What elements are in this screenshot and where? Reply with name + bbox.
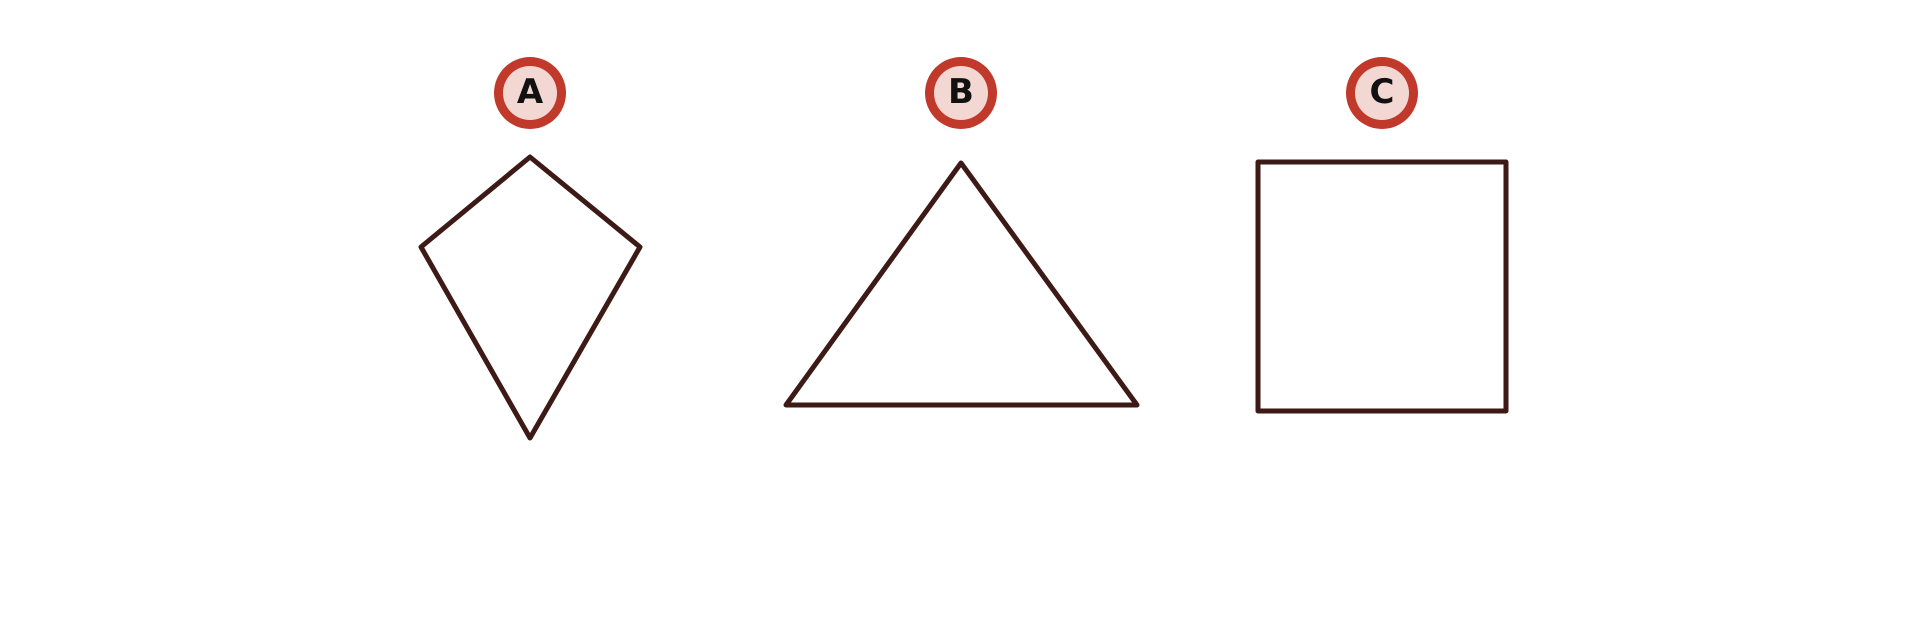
triangle-shape: [783, 160, 1140, 408]
label-badge-b: B: [925, 57, 997, 129]
badge-label-a: A: [517, 72, 544, 112]
badge-fill-c: [1355, 66, 1409, 120]
square-shape: [1255, 159, 1509, 414]
badge-label-b: B: [948, 72, 974, 112]
figure-c: C: [1255, 57, 1509, 414]
kite-shape: [418, 154, 643, 441]
label-badge-a: A: [494, 57, 566, 129]
badge-label-c: C: [1370, 72, 1395, 112]
badge-fill-b: [934, 66, 988, 120]
figure-a: A: [418, 57, 643, 441]
figure-b: B: [783, 57, 1140, 408]
label-badge-c: C: [1346, 57, 1418, 129]
badge-fill-a: [503, 66, 557, 120]
